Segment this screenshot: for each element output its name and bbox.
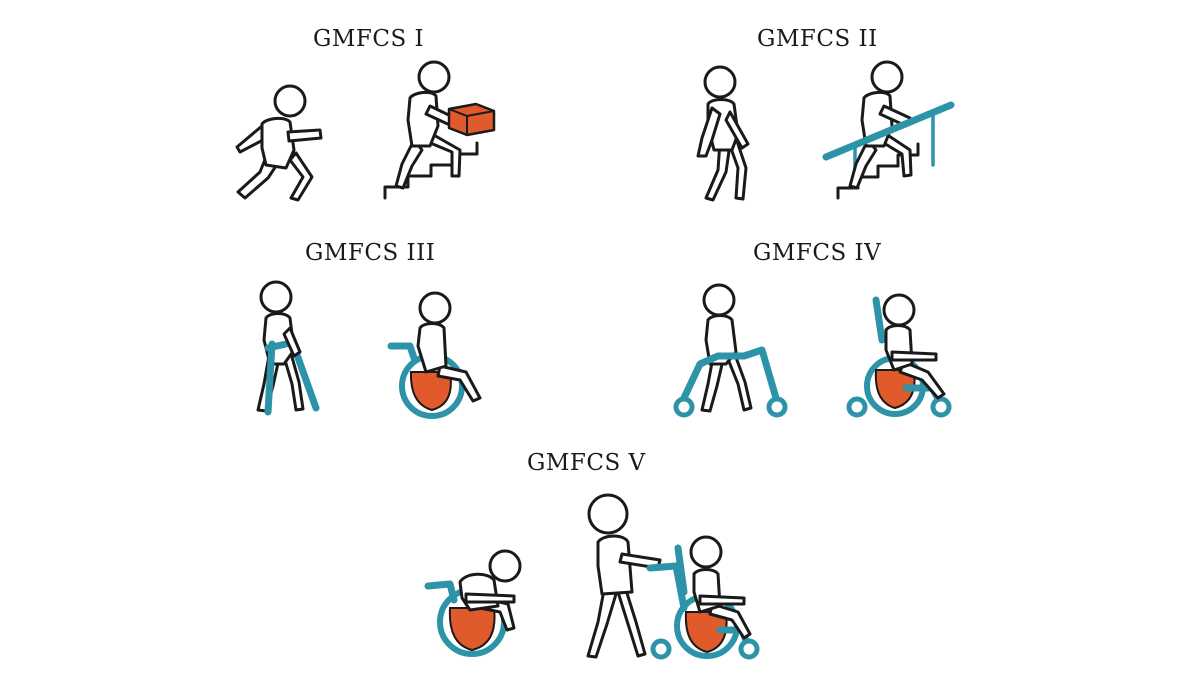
- level-4-title: GMFCS IV: [753, 240, 882, 266]
- level-2-stairs-child-with-rail: [822, 60, 955, 200]
- level-3-child-in-wheelchair: [387, 291, 482, 419]
- level-4-child-in-supportive-wheelchair: [846, 293, 952, 418]
- level-1-stairs-child-with-box: [383, 60, 496, 200]
- level-3-child-with-crutches: [256, 280, 320, 416]
- level-2-walking-child: [696, 65, 750, 202]
- box-icon: [447, 102, 496, 137]
- level-5-child-in-pushed-wheelchair: [646, 535, 760, 660]
- level-1-running-child: [235, 84, 323, 202]
- level-5-adult-pushing-wheelchair: [586, 493, 662, 659]
- level-1-title: GMFCS I: [313, 26, 425, 52]
- level-2-title: GMFCS II: [757, 26, 878, 52]
- level-4-child-with-walker: [673, 283, 788, 418]
- level-5-child-in-wheelchair-slumped: [424, 549, 522, 657]
- level-3-title: GMFCS III: [305, 240, 436, 266]
- level-5-title: GMFCS V: [527, 450, 646, 476]
